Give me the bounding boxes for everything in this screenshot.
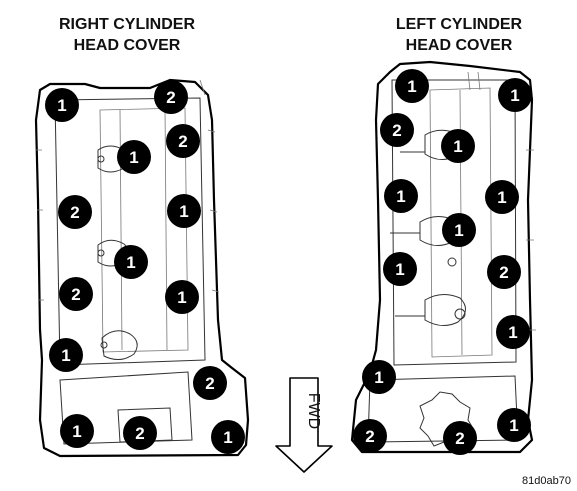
right-bolt-marker: 2	[123, 416, 157, 450]
svg-text:1: 1	[126, 253, 135, 272]
svg-text:1: 1	[396, 187, 405, 206]
forward-arrow: FWD	[275, 377, 333, 473]
svg-text:1: 1	[510, 86, 519, 105]
svg-text:1: 1	[497, 188, 506, 207]
left-bolt-marker: 1	[497, 408, 531, 442]
left-bolt-marker: 2	[380, 113, 414, 147]
svg-text:1: 1	[179, 202, 188, 221]
svg-text:2: 2	[178, 132, 187, 151]
figure-id: 81d0ab70	[522, 475, 571, 487]
left-bolt-marker: 1	[442, 213, 476, 247]
svg-text:1: 1	[61, 346, 70, 365]
svg-text:2: 2	[499, 263, 508, 282]
svg-text:2: 2	[135, 424, 144, 443]
left-cover-markers: 1 1 2 1 1 1 1 1 1 2 1 2 1 2	[353, 69, 532, 455]
right-bolt-marker: 1	[117, 140, 151, 174]
right-cover-title-line2: HEAD COVER	[74, 37, 181, 54]
forward-arrow-icon	[275, 377, 333, 473]
right-bolt-marker: 1	[211, 420, 245, 454]
svg-text:2: 2	[70, 203, 79, 222]
svg-text:1: 1	[57, 96, 66, 115]
left-bolt-marker: 2	[443, 421, 477, 455]
left-bolt-marker: 1	[496, 315, 530, 349]
svg-text:2: 2	[392, 121, 401, 140]
svg-text:1: 1	[395, 260, 404, 279]
right-bolt-marker: 2	[154, 80, 188, 114]
svg-text:1: 1	[508, 323, 517, 342]
svg-text:1: 1	[454, 221, 463, 240]
svg-text:1: 1	[509, 416, 518, 435]
right-bolt-marker: 1	[45, 88, 79, 122]
svg-text:1: 1	[374, 368, 383, 387]
right-bolt-marker: 1	[49, 338, 83, 372]
right-bolt-marker: 2	[58, 195, 92, 229]
svg-text:2: 2	[365, 427, 374, 446]
svg-text:1: 1	[223, 428, 232, 447]
svg-text:1: 1	[129, 148, 138, 167]
svg-text:2: 2	[455, 429, 464, 448]
left-bolt-marker: 1	[362, 360, 396, 394]
left-cover-title-line2: HEAD COVER	[406, 37, 513, 54]
svg-text:1: 1	[407, 77, 416, 96]
right-bolt-marker: 1	[60, 414, 94, 448]
right-bolt-marker: 1	[167, 194, 201, 228]
right-cover-markers: 1 2 2 1 2 1 1 2 1 1 2 1 2 1	[45, 80, 245, 454]
left-bolt-marker: 1	[383, 252, 417, 286]
right-bolt-marker: 1	[165, 280, 199, 314]
svg-text:2: 2	[71, 285, 80, 304]
svg-text:1: 1	[177, 288, 186, 307]
svg-text:2: 2	[205, 374, 214, 393]
svg-text:1: 1	[453, 137, 462, 156]
left-bolt-marker: 1	[384, 179, 418, 213]
right-bolt-marker: 2	[166, 124, 200, 158]
right-bolt-marker: 2	[59, 277, 93, 311]
left-bolt-marker: 1	[395, 69, 429, 103]
left-bolt-marker: 1	[441, 129, 475, 163]
left-bolt-marker: 2	[353, 419, 387, 453]
forward-label: FWD	[305, 393, 322, 429]
left-bolt-marker: 1	[485, 180, 519, 214]
right-bolt-marker: 2	[193, 366, 227, 400]
svg-text:1: 1	[72, 422, 81, 441]
left-bolt-marker: 1	[498, 78, 532, 112]
svg-text:2: 2	[166, 88, 175, 107]
right-bolt-marker: 1	[114, 245, 148, 279]
left-bolt-marker: 2	[487, 255, 521, 289]
right-cover-title-line1: RIGHT CYLINDER	[59, 16, 195, 33]
left-cover-title-line1: LEFT CYLINDER	[396, 16, 523, 33]
